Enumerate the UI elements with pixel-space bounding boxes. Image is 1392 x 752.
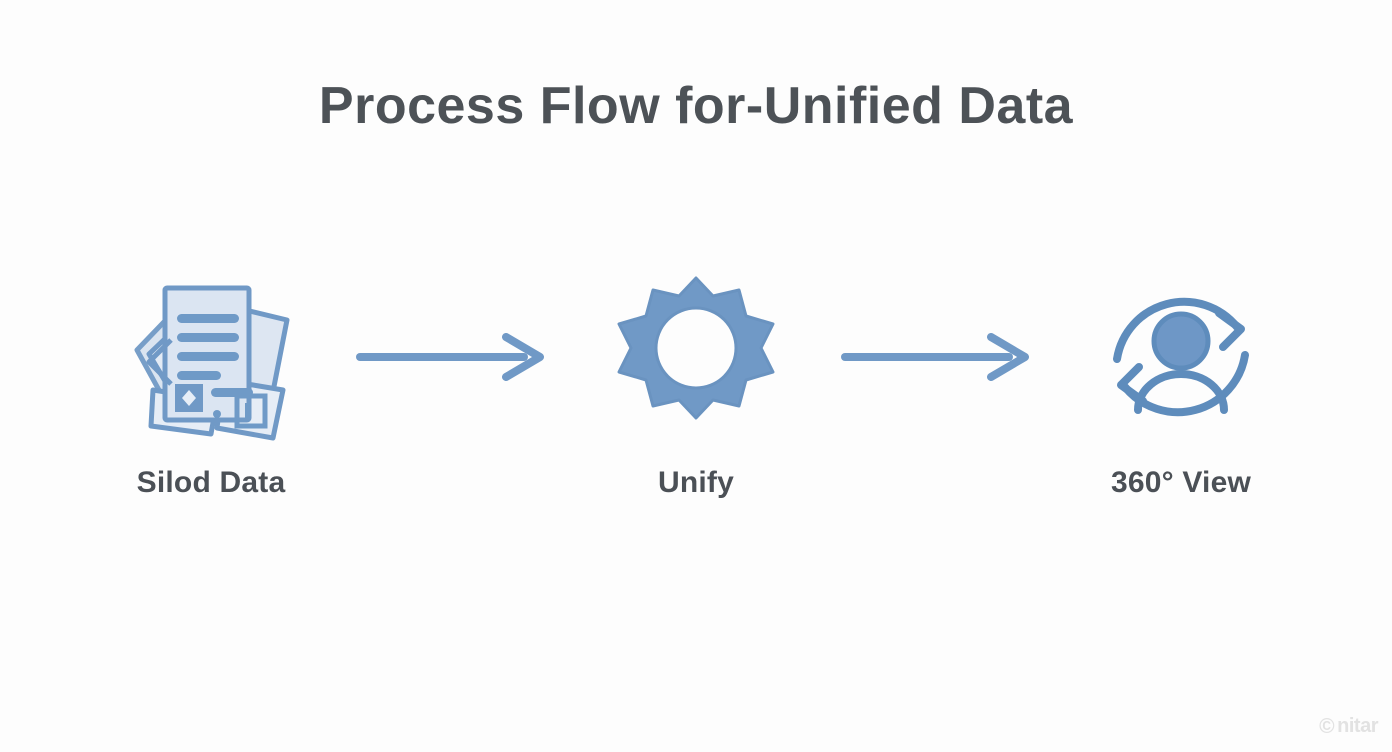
person-refresh-icon xyxy=(1081,262,1281,452)
flow-step-label: Unify xyxy=(658,466,734,499)
arrow-right-icon xyxy=(840,333,1029,381)
watermark-text: nitar xyxy=(1337,715,1378,737)
gear-icon xyxy=(596,262,796,452)
documents-stack-icon xyxy=(111,262,311,452)
flow-connector-1 xyxy=(349,262,559,452)
flow-step-label: 360° View xyxy=(1110,466,1251,499)
copyright-icon: © xyxy=(1319,715,1335,738)
flow-connector-2 xyxy=(834,262,1044,452)
flow-step-unify: Unify xyxy=(581,262,811,500)
watermark: © nitar xyxy=(1319,715,1378,738)
process-flow-row: Silod Data Unify xyxy=(96,262,1296,522)
page-title: Process Flow for-Unified Data xyxy=(318,77,1074,135)
flow-step-label: Silod Data xyxy=(136,466,286,499)
arrow-right-icon xyxy=(355,333,544,381)
flow-step-silod-data: Silod Data xyxy=(96,262,326,500)
flow-step-360-view: 360° View xyxy=(1066,262,1296,500)
